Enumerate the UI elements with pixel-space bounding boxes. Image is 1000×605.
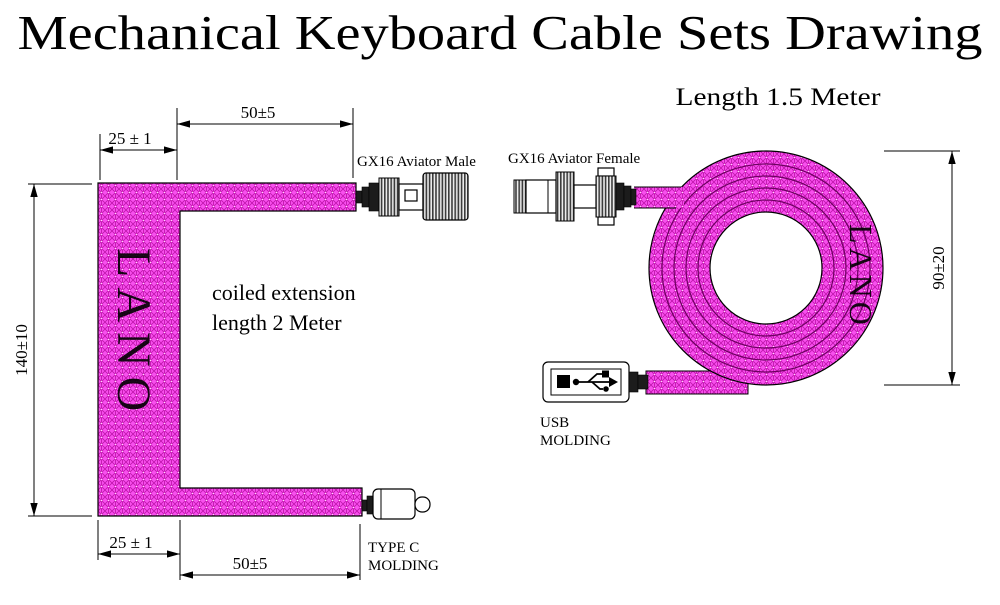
right-drawing: Length 1.5 Meter LANO — [508, 84, 960, 449]
right-dimensions: 90±20 — [884, 150, 960, 386]
gx16-male-label: GX16 Aviator Male — [357, 154, 476, 170]
type-c-connector — [361, 488, 431, 520]
gx16-male-connector — [355, 172, 469, 221]
dim-bottom-left-width: 25 ± 1 — [109, 533, 152, 552]
usb-connector — [542, 361, 649, 403]
dim-coil-height: 90±20 — [929, 246, 948, 289]
type-c-label-line1: TYPE C — [368, 540, 419, 556]
page-title: Mechanical Keyboard Cable Sets Drawing — [18, 5, 983, 60]
left-dimensions: 50±5 25 ± 1 140±10 25 ± 1 50±5 — [12, 103, 361, 580]
dim-top-left-width: 25 ± 1 — [108, 129, 151, 148]
gx16-female-connector — [513, 167, 637, 226]
gx16-female-label: GX16 Aviator Female — [508, 151, 641, 167]
usb-contact-square — [557, 375, 570, 388]
gx16-cable-segment — [634, 186, 684, 209]
usb-label-line1: USB — [540, 415, 569, 431]
usb-label-line2: MOLDING — [540, 433, 611, 449]
type-c-label-line2: MOLDING — [368, 558, 439, 574]
dim-top-width: 50±5 — [241, 103, 276, 122]
brand-text-left: LANO — [107, 248, 160, 421]
usb-trident-icon — [572, 370, 618, 392]
brand-text-right: LANO — [843, 224, 879, 329]
right-title: Length 1.5 Meter — [676, 84, 882, 111]
spiral-coil — [648, 150, 884, 386]
dim-height: 140±10 — [12, 324, 31, 376]
coil-note-line1: coiled extension — [212, 280, 356, 305]
coil-note-line2: length 2 Meter — [212, 310, 342, 335]
left-drawing: LANO GX16 Aviator Male TYPE C MOLDING co… — [12, 103, 476, 580]
dim-bottom-width: 50±5 — [233, 554, 268, 573]
